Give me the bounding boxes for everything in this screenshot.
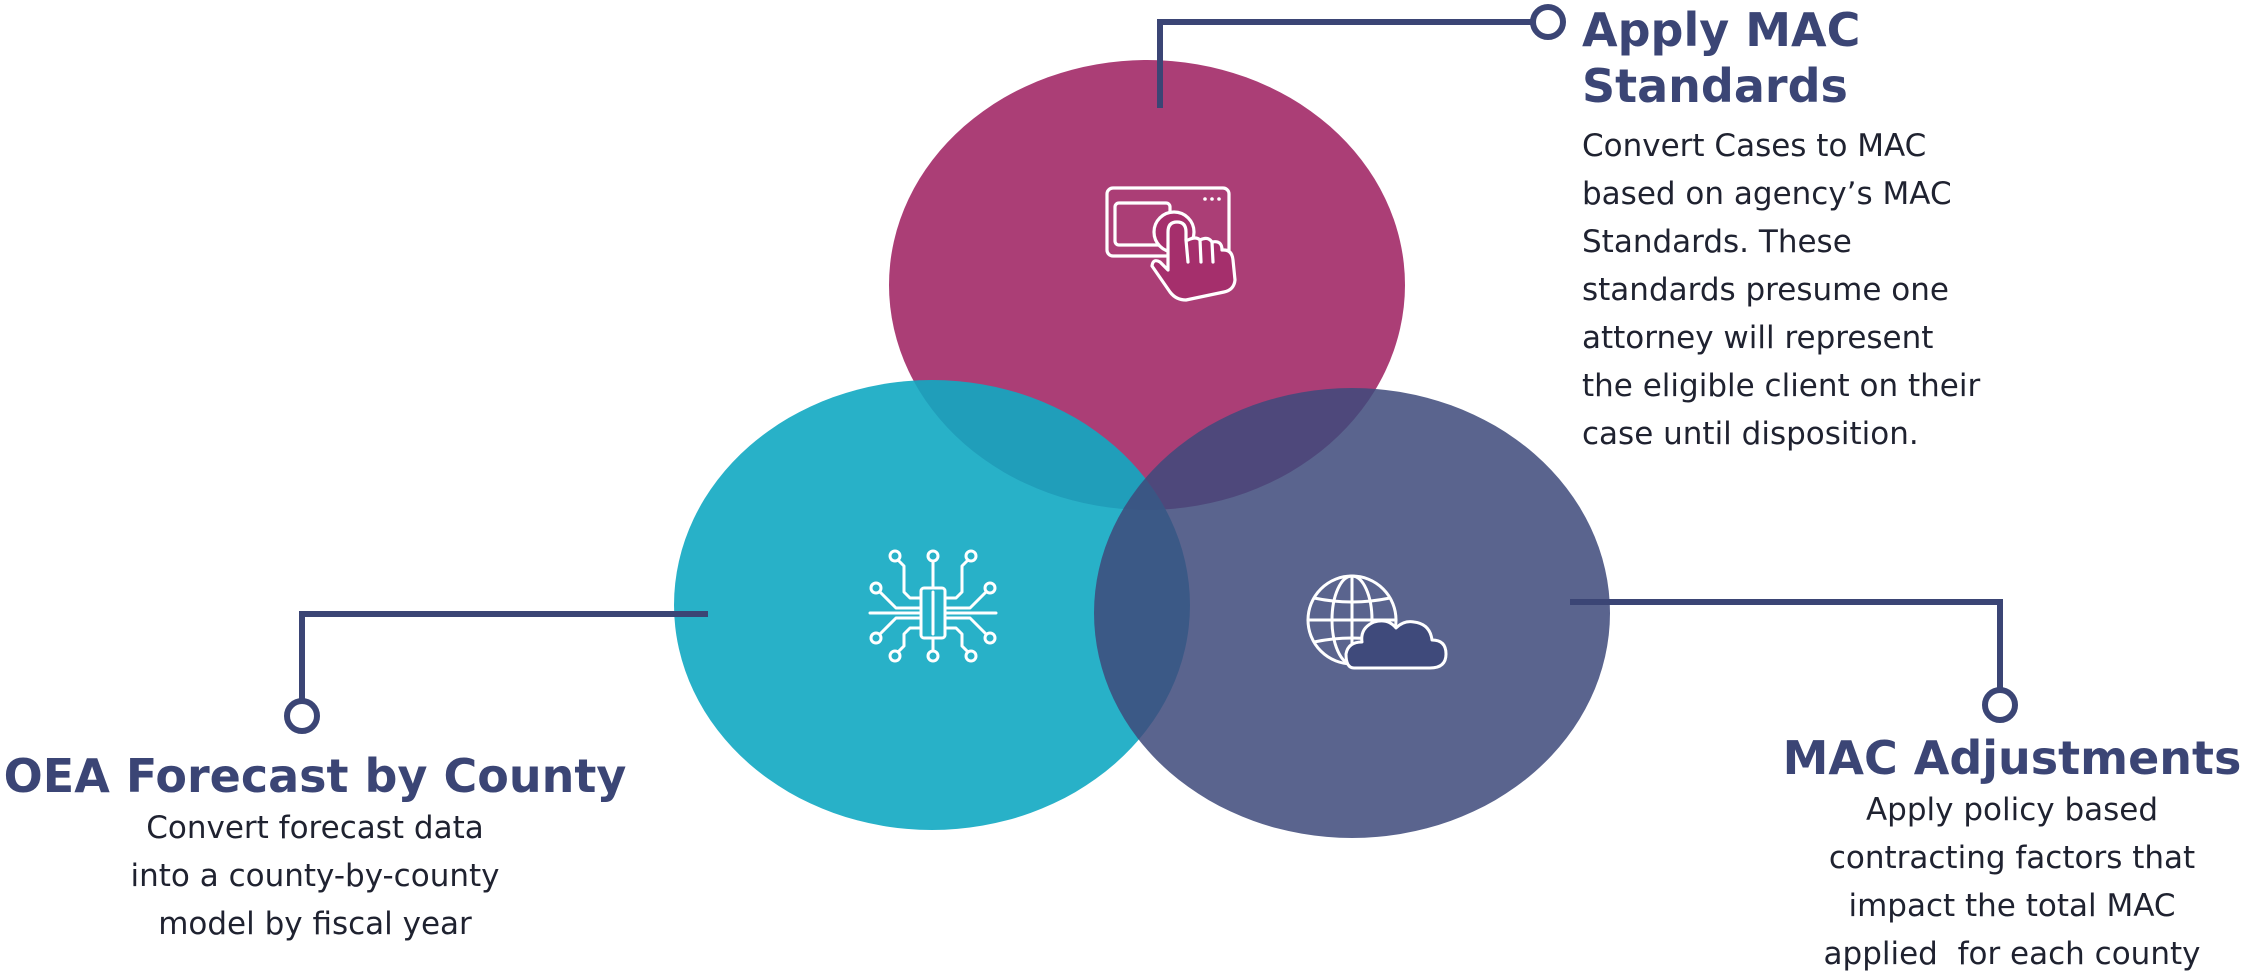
connector-top-end (1530, 4, 1566, 40)
mac-adjustments-title: MAC Adjustments (1782, 731, 2242, 785)
text-line: Convert Cases to MAC (1582, 128, 1927, 164)
mac-adjustments-block: MAC Adjustments Apply policy based contr… (1770, 730, 2254, 978)
text-line: attorney will represent (1582, 320, 1934, 356)
connector-top (1157, 19, 1532, 108)
text-line: Apply policy based (1865, 792, 2159, 828)
venn-circles (674, 60, 1610, 838)
text-line: model by fiscal year (158, 906, 472, 942)
connector-right (1570, 599, 2003, 690)
text-line: the eligible client on their (1582, 368, 1981, 404)
globe-cloud-icon (1306, 574, 1448, 670)
touchscreen-tap-icon (1105, 186, 1237, 302)
text-line: applied for each county (1823, 936, 2201, 972)
apply-mac-standards-title: Apply MAC Standards (1582, 2, 2222, 114)
connectors (284, 4, 2018, 734)
title-line: Apply MAC (1582, 3, 1861, 57)
apply-mac-standards-block: Apply MAC Standards Convert Cases to MAC… (1582, 2, 2222, 458)
text-line: standards presume one (1582, 272, 1949, 308)
text-line: based on agency’s MAC (1582, 176, 1952, 212)
text-line: impact the total MAC (1848, 888, 2176, 924)
text-line: into a county-by-county (130, 858, 500, 894)
text-line: contracting factors that (1828, 840, 2196, 876)
text-line: Convert forecast data (146, 810, 484, 846)
mac-adjustments-description: Apply policy based contracting factors t… (1770, 786, 2254, 978)
circuit-chip-icon (868, 549, 998, 663)
connector-left-end (284, 698, 320, 734)
oea-forecast-description: Convert forecast data into a county-by-c… (0, 804, 630, 948)
connector-right-end (1982, 687, 2018, 723)
title-line: Standards (1582, 59, 1848, 113)
connector-left (299, 611, 708, 700)
text-line: Standards. These (1582, 224, 1852, 260)
oea-forecast-block: OEA Forecast by County Convert forecast … (0, 748, 630, 948)
text-line: case until disposition. (1582, 416, 1919, 452)
oea-forecast-title: OEA Forecast by County (3, 749, 627, 803)
apply-mac-standards-description: Convert Cases to MAC based on agency’s M… (1582, 122, 2222, 458)
